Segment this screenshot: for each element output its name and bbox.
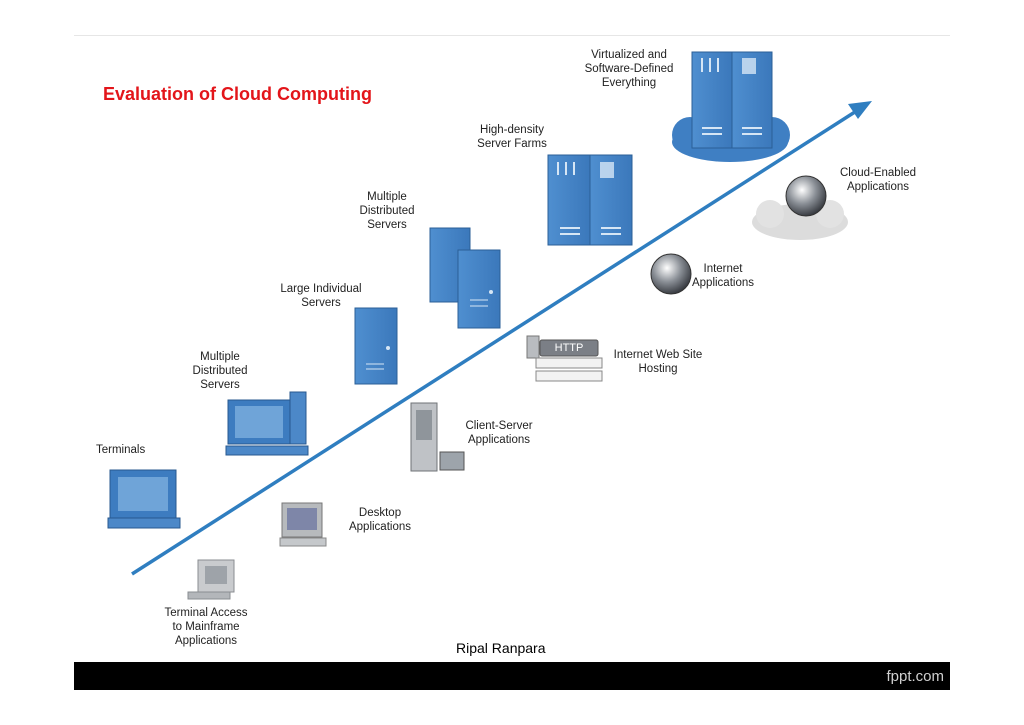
large-server-icon — [354, 307, 398, 385]
label-client-server: Client-Server Applications — [465, 420, 533, 446]
growth-arrow — [131, 101, 872, 576]
desktop-app-monitor-icon — [279, 502, 327, 547]
terminal-monitor-icon — [107, 469, 181, 529]
label-web-hosting: Internet Web Site Hosting — [613, 349, 703, 375]
label-terminals: Terminals — [96, 444, 146, 456]
label-multiple-distributed-2: Multiple Distributed Servers — [359, 191, 415, 231]
virtualized-cloud-servers-icon — [672, 51, 790, 162]
client-server-icon — [410, 402, 465, 472]
http-badge: HTTP — [554, 342, 584, 354]
cloud-globe-icon — [752, 175, 848, 240]
server-farm-icon — [547, 154, 633, 246]
mainframe-terminal-icon — [187, 559, 235, 600]
label-cloud-enabled: Cloud-Enabled Applications — [839, 167, 917, 193]
label-terminal-access: Terminal Access to Mainframe Application… — [164, 607, 248, 647]
label-high-density: High-density Server Farms — [477, 124, 547, 150]
footer-bar — [74, 662, 950, 690]
distributed-servers-icon — [429, 227, 501, 329]
web-hosting-icon — [526, 335, 603, 382]
footer-brand: fppt.com — [886, 668, 944, 685]
label-large-individual: Large Individual Servers — [280, 283, 362, 309]
footer-author: Ripal Ranpara — [456, 640, 546, 656]
desktop-computer-icon — [225, 391, 309, 456]
page-title: Evaluation of Cloud Computing — [103, 84, 372, 104]
label-virtualized: Virtualized and Software-Defined Everyth… — [584, 49, 674, 89]
label-desktop-apps: Desktop Applications — [348, 507, 411, 533]
label-multiple-distributed-1: Multiple Distributed Servers — [192, 351, 248, 391]
internet-globe-icon — [650, 253, 692, 295]
label-internet-apps: Internet Applications — [691, 263, 754, 289]
